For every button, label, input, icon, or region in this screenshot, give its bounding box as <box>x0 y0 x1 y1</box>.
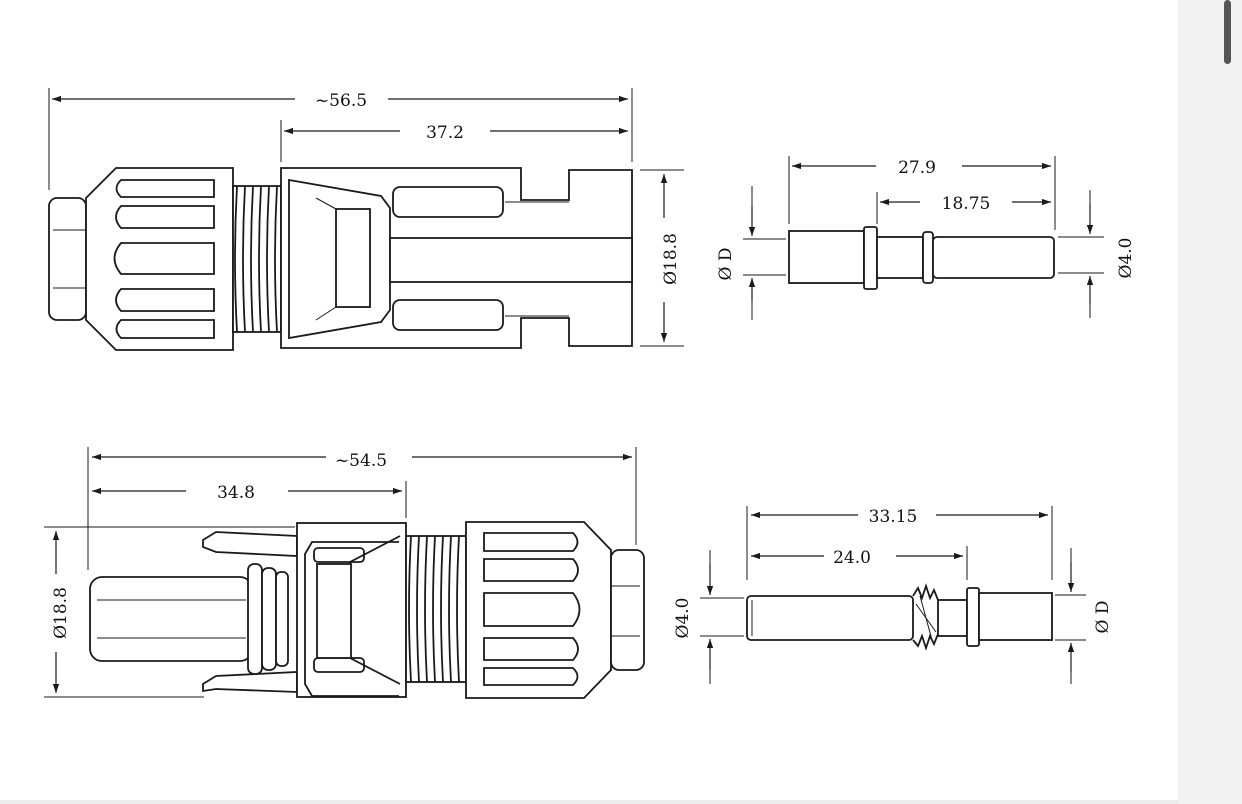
female-connector-dimensions <box>48 88 684 347</box>
male-diameter-label: Ø18.8 <box>51 587 71 639</box>
female-body-length-label: 37.2 <box>426 123 464 143</box>
male-overall-length-label: ~54.5 <box>335 451 387 471</box>
male-connector-dimensions <box>44 447 637 698</box>
male-contact-dimensions <box>700 506 1086 684</box>
female-contact-wire-diameter-label: Ø D <box>716 248 736 281</box>
female-contact-dimensions <box>743 156 1104 320</box>
connector-technical-drawing: ~56.5 37.2 Ø18.8 27.9 18.75 Ø D Ø4.0 <box>44 88 1136 699</box>
male-body-length-label: 34.8 <box>217 483 255 503</box>
male-contact-pin-diameter-label: Ø4.0 <box>673 598 693 639</box>
scrollbar-thumb[interactable] <box>1224 0 1231 64</box>
male-connector <box>89 521 645 699</box>
male-contact <box>746 583 1053 651</box>
scrollbar-track[interactable] <box>1178 0 1242 804</box>
female-contact-crimp-label: 18.75 <box>942 194 991 214</box>
female-diameter-label: Ø18.8 <box>661 233 681 285</box>
female-overall-length-label: ~56.5 <box>315 91 367 111</box>
female-contact <box>788 226 1055 290</box>
male-contact-wire-diameter-label: Ø D <box>1093 601 1113 634</box>
female-contact-length-label: 27.9 <box>898 158 936 178</box>
female-connector <box>48 167 633 351</box>
male-contact-crimp-label: 24.0 <box>833 548 871 568</box>
female-contact-pin-diameter-label: Ø4.0 <box>1116 238 1136 279</box>
bottom-edge <box>0 800 1178 804</box>
male-contact-length-label: 33.15 <box>869 507 918 527</box>
